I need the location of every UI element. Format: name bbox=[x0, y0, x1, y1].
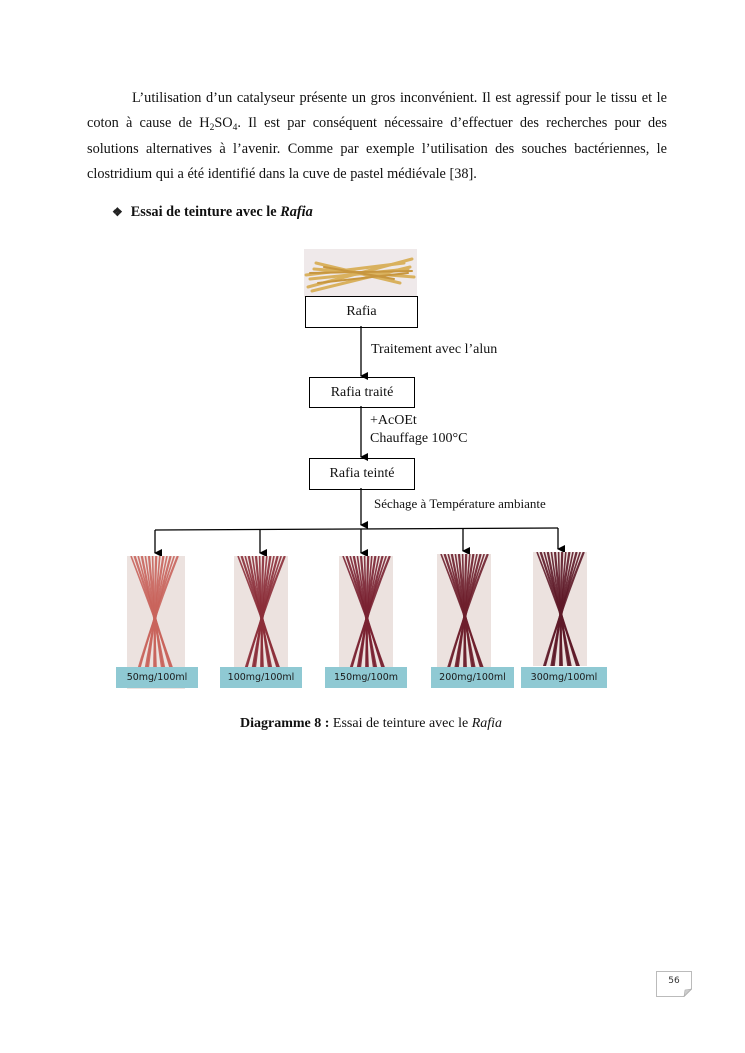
concentration-label: 150mg/100m bbox=[325, 667, 407, 688]
subscript-2: 2 bbox=[209, 123, 215, 134]
concentration-label: 200mg/100ml bbox=[431, 667, 514, 688]
dyed-raffia-photo bbox=[533, 552, 587, 666]
dyed-raffia-photo bbox=[437, 554, 491, 668]
paragraph-line-2a: et le coton à cause de H bbox=[87, 90, 667, 132]
heading-text: Essai de teinture avec le bbox=[130, 204, 281, 220]
box-rafia-label: Rafia bbox=[346, 304, 377, 319]
concentration-label: 50mg/100ml bbox=[116, 667, 198, 688]
page-number: 56 bbox=[656, 971, 693, 998]
box-rafia-teinte: Rafia teinté bbox=[309, 458, 415, 490]
caption-bold: Diagramme 8 : bbox=[240, 716, 330, 731]
branch-line bbox=[154, 527, 559, 531]
figure-caption: Diagramme 8 : Essai de teinture avec le … bbox=[240, 716, 502, 732]
concentration-label: 100mg/100ml bbox=[220, 667, 302, 688]
raw-raffia-photo bbox=[304, 249, 417, 297]
box-rafia-traite: Rafia traité bbox=[309, 377, 415, 408]
dyed-raffia-photo bbox=[127, 556, 185, 689]
step-heating: Chauffage 100°C bbox=[370, 431, 468, 446]
concentration-label: 300mg/100ml bbox=[521, 667, 607, 688]
page-number-text: 56 bbox=[668, 976, 680, 986]
box-rafia-traite-label: Rafia traité bbox=[330, 385, 394, 400]
box-rafia: Rafia bbox=[305, 296, 418, 328]
dyed-raffia-photo bbox=[234, 556, 288, 670]
subscript-4: 4 bbox=[232, 123, 238, 134]
paragraph-line-4: bactériennes, le clostridium qui a été i… bbox=[87, 140, 667, 182]
diamond-bullet-icon: ❖ bbox=[112, 205, 123, 219]
paragraph-line-1: L’utilisation d’un catalyseur présente u… bbox=[132, 90, 638, 106]
dyed-raffia-photo bbox=[339, 556, 393, 670]
step-alum-treatment: Traitement avec l’alun bbox=[371, 342, 498, 357]
page-curl-icon bbox=[656, 971, 693, 998]
paragraph-line-2c: . Il est par conséquent nécessaire d’eff… bbox=[237, 115, 641, 132]
box-rafia-teinte-label: Rafia teinté bbox=[329, 466, 395, 481]
caption-text: Essai de teinture avec le bbox=[329, 716, 472, 731]
paragraph-line-3: des solutions alternatives à l’avenir. C… bbox=[87, 115, 667, 157]
body-paragraph: L’utilisation d’un catalyseur présente u… bbox=[87, 86, 667, 187]
caption-italic: Rafia bbox=[471, 716, 503, 731]
paragraph-line-2b: SO bbox=[214, 115, 233, 132]
step-drying: Séchage à Température ambiante bbox=[374, 496, 546, 511]
step-acoet: +AcOEt bbox=[370, 413, 417, 428]
heading-italic: Rafia bbox=[280, 204, 313, 220]
section-heading: ❖ Essai de teinture avec le Rafia bbox=[112, 204, 313, 221]
